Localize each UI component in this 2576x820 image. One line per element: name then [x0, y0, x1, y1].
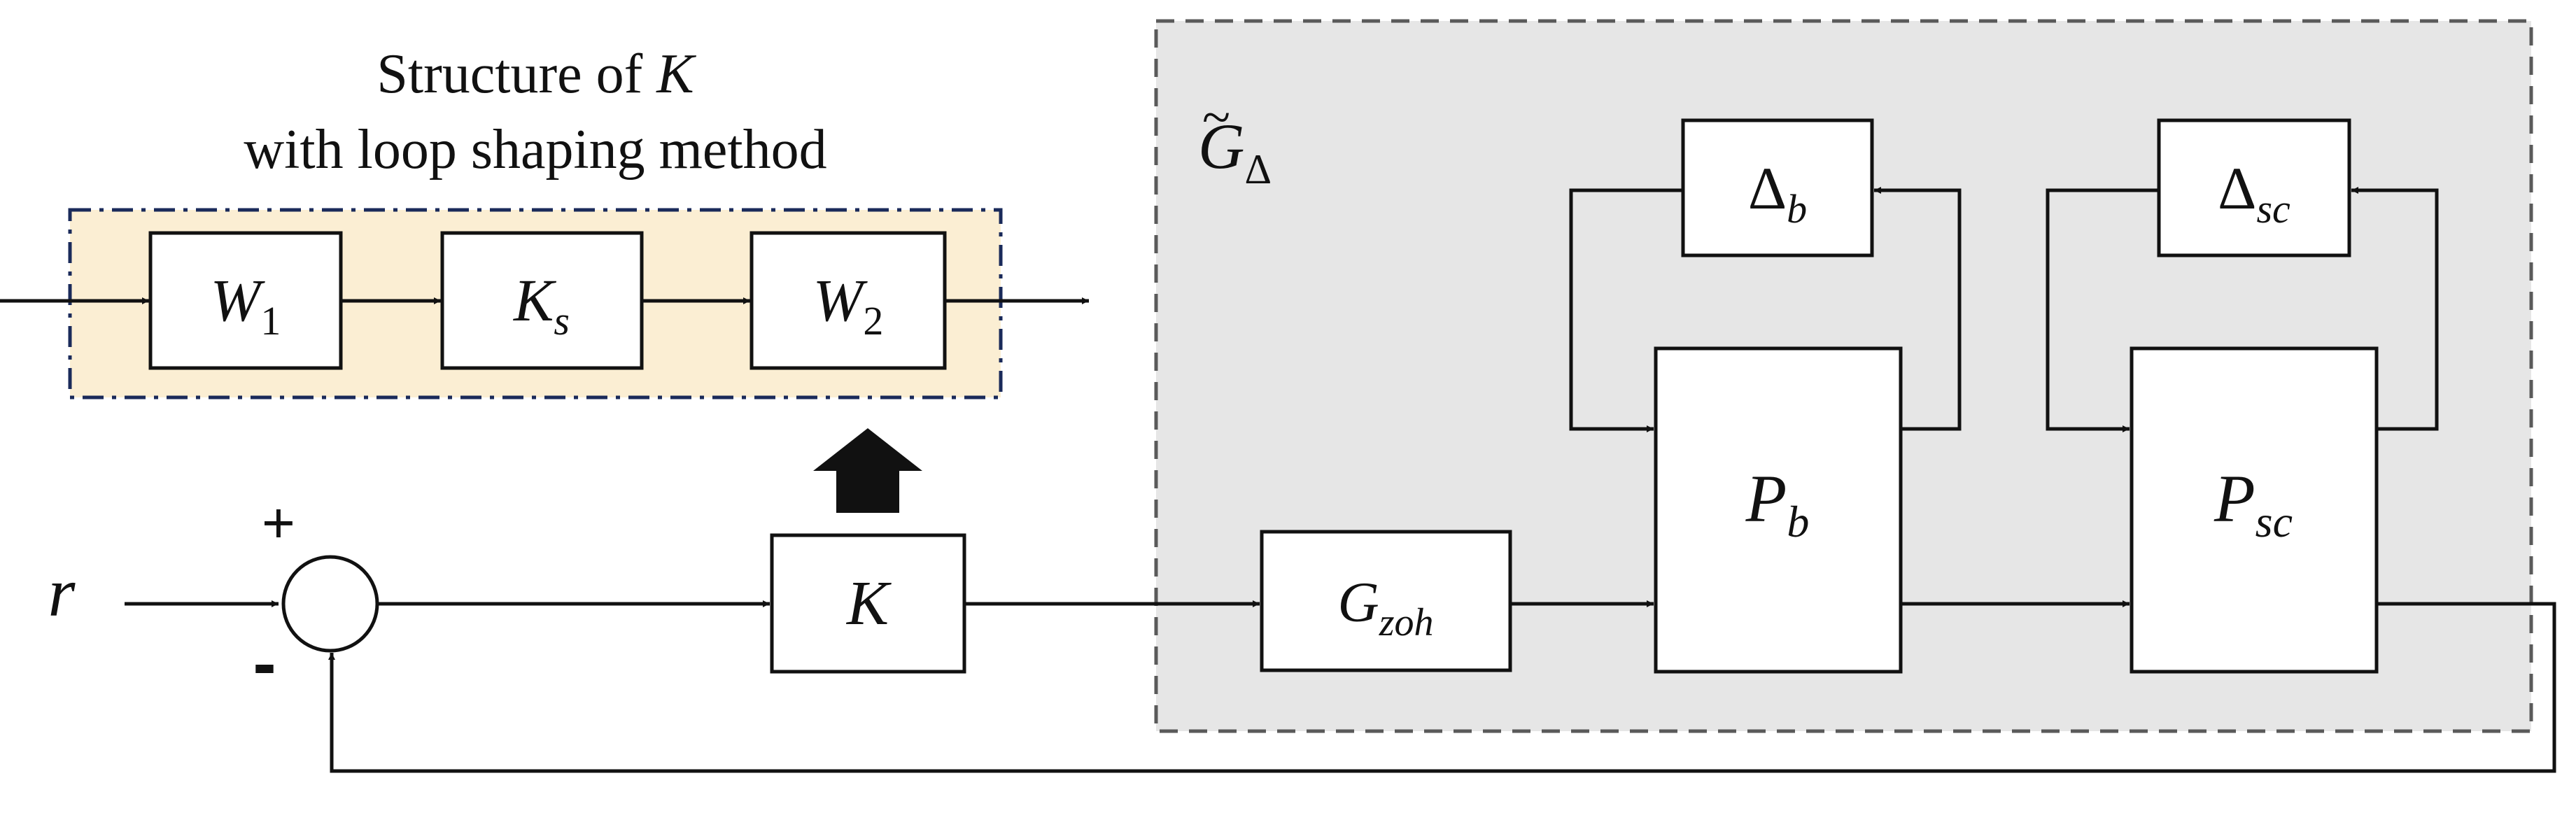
- caption-line1-symbol: K: [656, 43, 696, 105]
- block-pb-sub: b: [1787, 497, 1809, 546]
- caption-line2: with loop shaping method: [244, 119, 826, 181]
- svg-text:Psc: Psc: [2213, 461, 2293, 546]
- block-ks-base: K: [512, 267, 557, 334]
- reference-signal-label: r: [48, 553, 76, 631]
- block-ks-sub: s: [554, 298, 570, 344]
- plant-label: GΔ ~: [1198, 89, 1272, 192]
- block-delta-sc-sub: sc: [2256, 186, 2290, 232]
- wire-delta-b-to-pb: [1569, 188, 1683, 432]
- block-delta-b: Δb: [1681, 118, 1874, 257]
- block-w2: W2: [749, 231, 947, 370]
- plant-label-tilde: ~: [1202, 89, 1230, 146]
- block-psc-sub: sc: [2255, 497, 2293, 546]
- block-delta-sc: Δsc: [2157, 118, 2351, 257]
- block-gzoh-base: G: [1337, 570, 1379, 634]
- block-w1-base: W: [211, 267, 266, 334]
- block-pb-base: P: [1745, 461, 1787, 536]
- plus-sign: +: [262, 491, 295, 555]
- wire-psc-to-delta-sc: [2351, 187, 2439, 431]
- block-w2-sub: 2: [863, 298, 883, 344]
- block-ks: Ks: [440, 231, 644, 370]
- block-delta-sc-base: Δ: [2218, 155, 2256, 222]
- svg-text:Gzoh: Gzoh: [1337, 570, 1433, 644]
- block-gzoh-sub: zoh: [1379, 601, 1434, 644]
- block-gzoh: Gzoh: [1260, 530, 1512, 672]
- block-w2-base: W: [813, 267, 868, 334]
- block-k-label: K: [845, 569, 892, 638]
- svg-text:GΔ: GΔ: [1198, 111, 1272, 192]
- wire-delta-sc-to-psc: [2046, 188, 2159, 432]
- up-block-arrow-icon: [813, 428, 922, 513]
- summing-junction-icon: [281, 555, 379, 653]
- caption-line1-text: Structure of: [376, 43, 656, 105]
- svg-text:Ks: Ks: [512, 267, 570, 344]
- block-psc-base: P: [2213, 461, 2255, 536]
- wire-feedback: [328, 602, 2556, 773]
- block-delta-b-base: Δ: [1748, 155, 1787, 222]
- plant-label-base: G: [1198, 111, 1244, 182]
- svg-text:Δb: Δb: [1748, 155, 1807, 232]
- svg-text:Structure of K: Structure of K: [376, 43, 696, 105]
- wire-pb-to-delta-b: [1874, 187, 1962, 431]
- block-w1-sub: 1: [260, 298, 281, 344]
- block-w1: W1: [148, 231, 343, 370]
- block-psc: Psc: [2130, 346, 2379, 674]
- svg-text:W2: W2: [813, 267, 884, 344]
- minus-sign: -: [253, 624, 276, 702]
- plant-label-subscript: Δ: [1244, 146, 1272, 192]
- block-pb: Pb: [1654, 346, 1903, 674]
- svg-text:Δsc: Δsc: [2218, 155, 2290, 232]
- caption: Structure of K with loop shaping method: [244, 43, 826, 181]
- block-k: K: [770, 533, 966, 674]
- svg-text:W1: W1: [211, 267, 281, 344]
- block-delta-b-sub: b: [1787, 186, 1807, 232]
- svg-text:Pb: Pb: [1745, 461, 1810, 546]
